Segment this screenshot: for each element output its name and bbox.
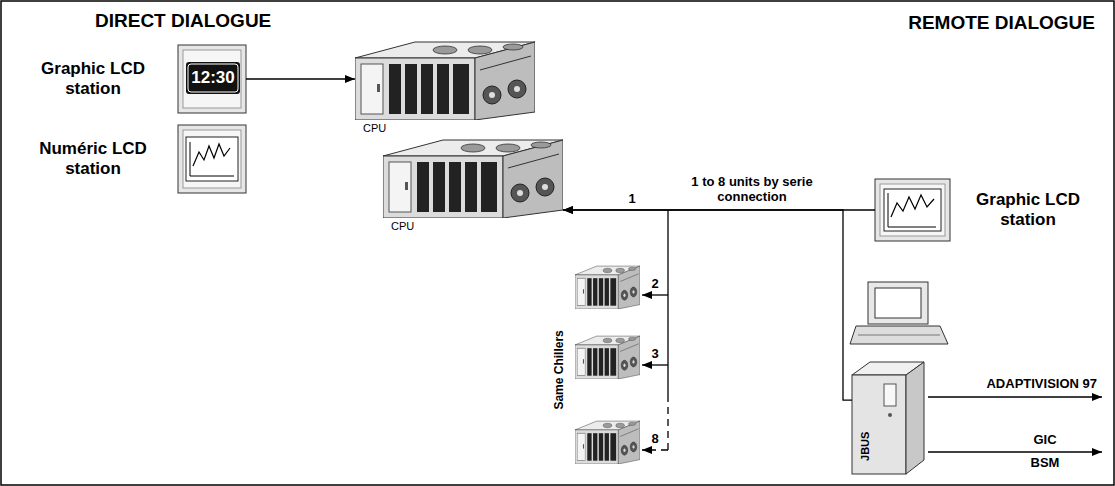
group-note: Same Chillers xyxy=(553,330,567,409)
section-heading: REMOTE DIALOGUE xyxy=(908,12,1095,34)
display-time: 12:30 xyxy=(191,68,234,88)
serial-link xyxy=(246,78,355,79)
lcd-station: Numéric LCD station xyxy=(178,125,246,193)
lcd-station: Graphic LCD station12:30 xyxy=(178,45,246,113)
numeric-lcd-icon xyxy=(178,125,246,193)
graphic-lcd-icon xyxy=(178,45,246,113)
jbus-label: JBUS xyxy=(860,431,873,460)
output-label: ADAPTIVISION 97 xyxy=(986,377,1097,392)
computer-icon xyxy=(850,282,948,344)
branch-arrow xyxy=(642,449,668,450)
chiller-illustration xyxy=(383,140,563,218)
callout-number: 1 xyxy=(628,192,635,207)
callout-number: 8 xyxy=(651,432,658,447)
chiller-unit: CPU xyxy=(383,138,563,218)
output-arrow xyxy=(928,396,1102,397)
jbus-device: JBUS xyxy=(852,362,924,474)
branch-arrow xyxy=(642,294,668,295)
cpu-label: CPU xyxy=(363,122,386,135)
branch-arrow xyxy=(642,364,668,365)
station-label: Numéric LCD station xyxy=(18,139,168,178)
station-label: Graphic LCD station xyxy=(18,59,168,98)
callout-number: 3 xyxy=(651,347,658,362)
chiller-illustration xyxy=(575,266,640,309)
link-label: 1 to 8 units by serie connection xyxy=(672,175,832,205)
chiller-illustration xyxy=(575,421,640,464)
chiller-illustration xyxy=(575,336,640,379)
cpu-label: CPU xyxy=(391,220,414,233)
station-label: Graphic LCD station xyxy=(958,190,1098,229)
chiller-unit: CPU xyxy=(355,40,535,120)
serial-link xyxy=(563,210,852,400)
section-heading: DIRECT DIALOGUE xyxy=(95,10,271,32)
output-label: BSM xyxy=(1031,456,1060,471)
callout-number: 2 xyxy=(651,277,658,292)
bus-wire xyxy=(667,210,668,395)
remote-lcd-icon xyxy=(875,179,950,241)
chiller-illustration xyxy=(355,42,535,120)
bus-wire xyxy=(667,395,668,450)
jbus-device-illustration xyxy=(852,362,924,474)
lcd-station: Graphic LCD station xyxy=(875,179,950,241)
output-arrow xyxy=(928,451,1102,452)
output-label: GIC xyxy=(1033,433,1056,448)
